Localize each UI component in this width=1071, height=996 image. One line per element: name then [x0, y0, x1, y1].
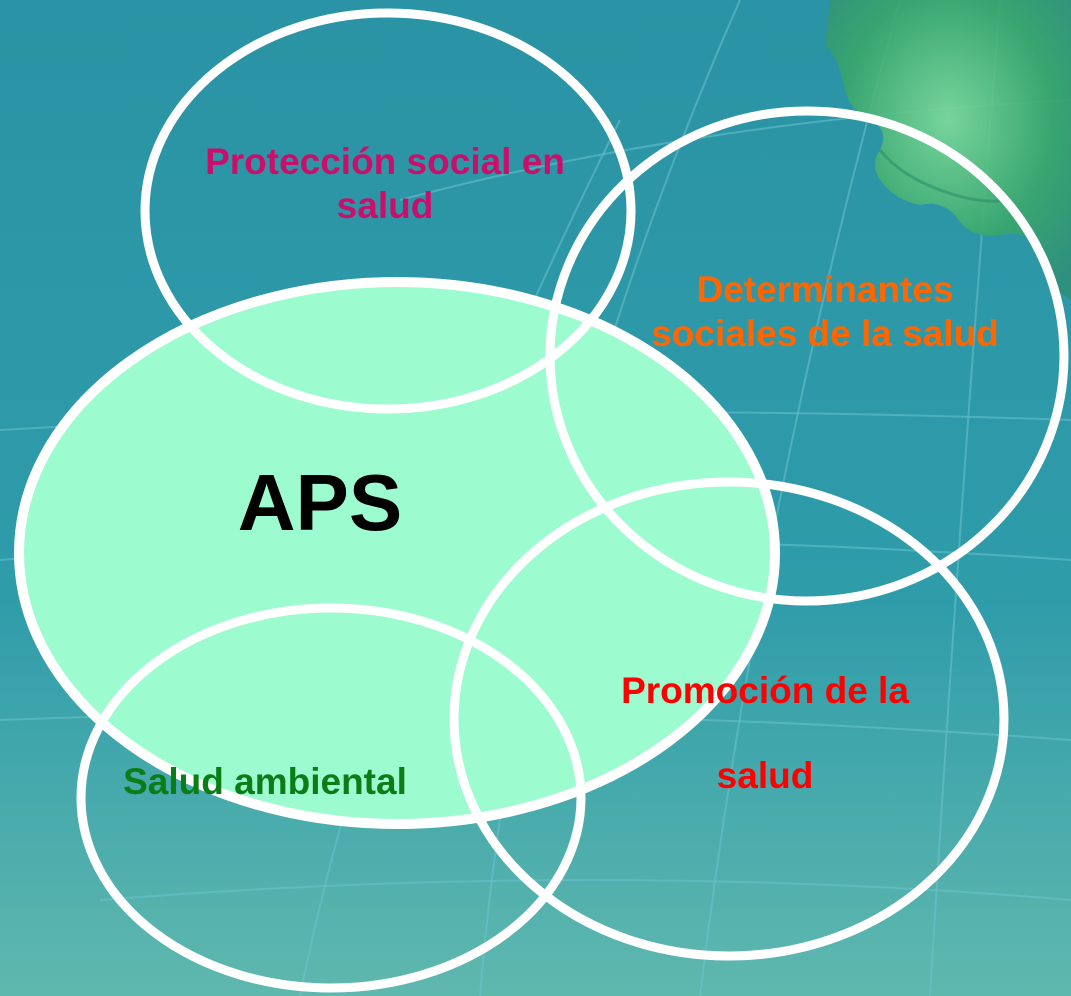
determinantes-circle	[545, 106, 1069, 606]
salud-ambiental-label: Salud ambiental	[123, 761, 407, 802]
aps-label: APS	[237, 458, 403, 547]
aps-circle	[14, 277, 780, 829]
promocion-label: Promoción de la salud	[621, 670, 909, 797]
proteccion-circle	[140, 8, 636, 414]
proteccion-label: Protección social en salud	[205, 141, 565, 227]
salud-ambiental-circle	[76, 603, 586, 993]
promocion-circle	[449, 477, 1009, 961]
determinantes-label: Determinantes sociales de la salud	[651, 269, 999, 355]
